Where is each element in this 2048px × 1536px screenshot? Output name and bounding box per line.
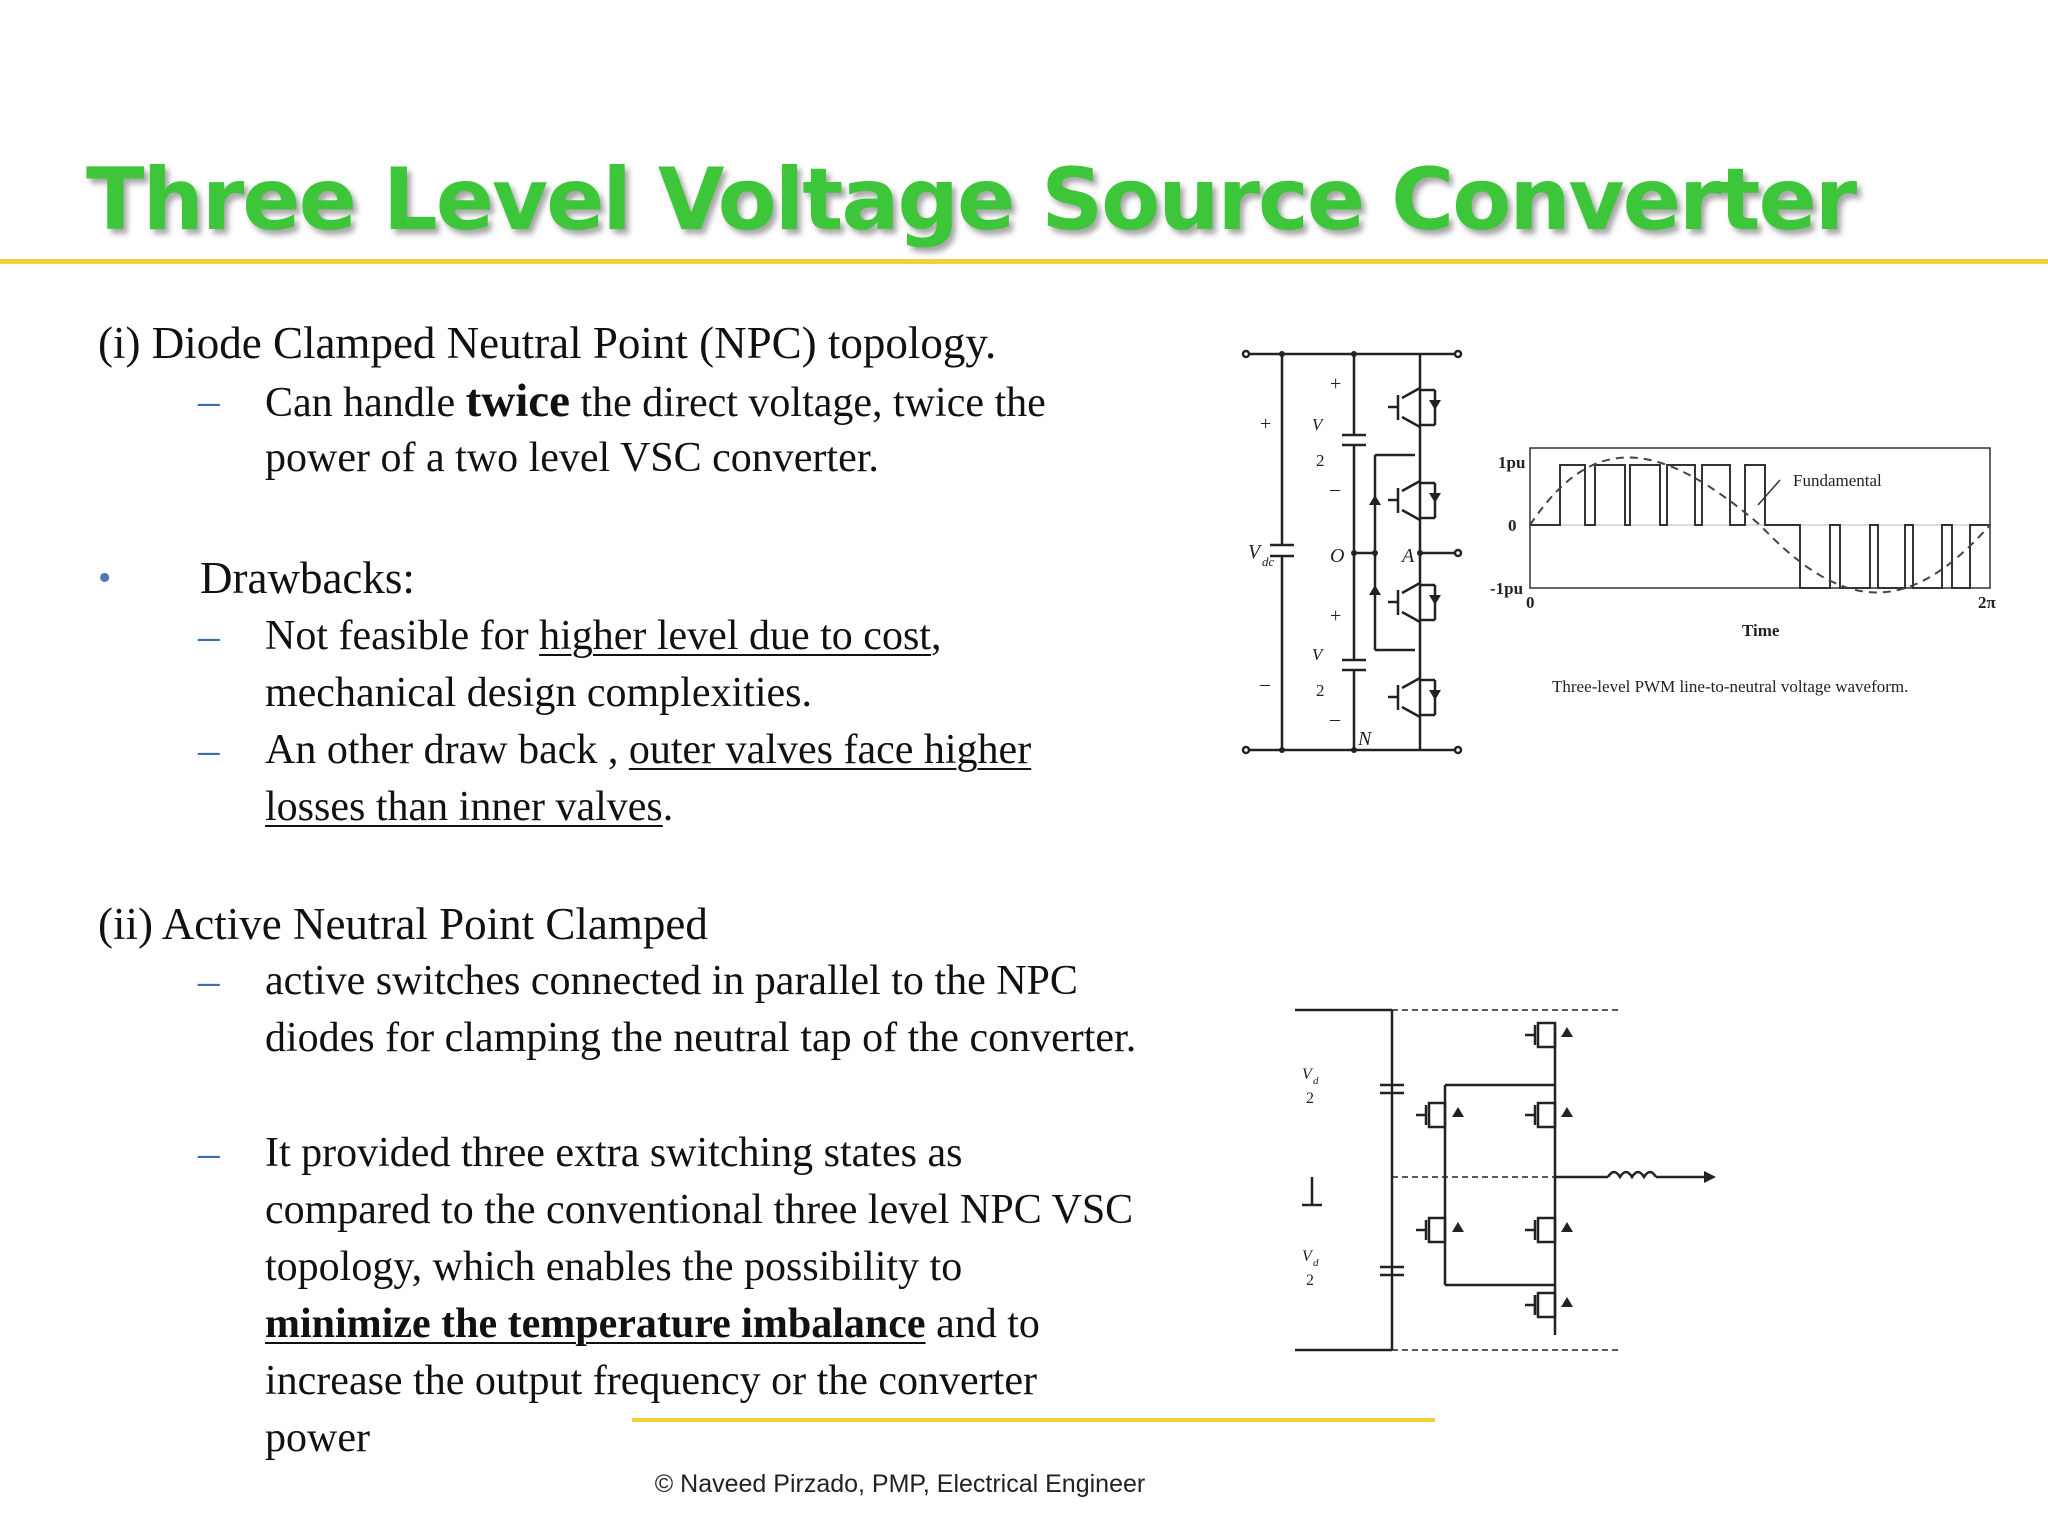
drawback-2-line-2: losses than inner valves. — [265, 784, 674, 830]
npc-vdc-label: V — [1248, 541, 1263, 563]
dash-marker: – — [198, 1130, 220, 1177]
anpc-point-1-line-1: active switches connected in parallel to… — [265, 958, 1078, 1004]
anpc-half-upper: 2 — [1306, 1090, 1314, 1107]
emphasis-twice: twice — [465, 375, 570, 427]
anpc-vd-sub-upper: d — [1313, 1075, 1319, 1087]
dash-marker: – — [198, 613, 220, 660]
fundamental-legend: Fundamental — [1793, 471, 1882, 490]
npc-plus-label: + — [1330, 373, 1341, 395]
anpc-point-2-line-4: minimize the temperature imbalance and t… — [265, 1301, 1040, 1347]
drawback-1-line-2: mechanical design complexities. — [265, 670, 812, 716]
anpc-point-2-line-2: compared to the conventional three level… — [265, 1187, 1134, 1233]
npc-node-n: N — [1357, 728, 1373, 750]
npc-half-lower: 2 — [1316, 681, 1325, 700]
npc-half-upper: 2 — [1316, 451, 1325, 470]
x-axis-label: Time — [1742, 621, 1780, 640]
footer-rule — [632, 1418, 1435, 1422]
anpc-point-2-line-6: power — [265, 1415, 370, 1461]
copyright-footer: © Naveed Pirzado, PMP, Electrical Engine… — [654, 1470, 1146, 1498]
dash-marker: – — [198, 727, 220, 774]
anpc-point-2-line-1: It provided three extra switching states… — [265, 1130, 963, 1176]
anpc-point-1-line-2: diodes for clamping the neutral tap of t… — [265, 1015, 1137, 1061]
pwm-waveform-plot: Fundamental 1pu 0 -1pu 0 2π Time Three-l… — [1490, 447, 1997, 696]
section-npc-heading: (i) Diode Clamped Neutral Point (NPC) to… — [98, 318, 997, 368]
npc-node-o: O — [1330, 545, 1344, 567]
dash-marker: – — [198, 958, 220, 1005]
bullet-marker: • — [98, 557, 112, 599]
anpc-vd-sub-lower: d — [1313, 1257, 1319, 1269]
npc-plus-label: + — [1330, 605, 1341, 627]
y-tick-neg1pu: -1pu — [1490, 579, 1523, 598]
drawback-1-line-1: Not feasible for higher level due to cos… — [265, 613, 942, 659]
drawback-2-line-1: An other draw back , outer valves face h… — [265, 727, 1032, 773]
pwm-stepped-waveform — [1530, 464, 1990, 589]
npc-point-1-line-1: Can handle twice the direct voltage, twi… — [265, 375, 1046, 427]
npc-node-a: A — [1400, 545, 1415, 567]
x-tick-2pi: 2π — [1978, 593, 1997, 612]
title-underline-rule — [0, 259, 2048, 264]
npc-point-1-line-2: power of a two level VSC converter. — [265, 435, 879, 481]
npc-minus-label: – — [1329, 708, 1341, 730]
anpc-half-lower: 2 — [1306, 1272, 1314, 1289]
y-tick-1pu: 1pu — [1498, 453, 1525, 472]
npc-circuit-diagram: + – + – + – V dc V 2 V 2 O A N — [1241, 349, 1463, 755]
dash-marker: – — [198, 378, 220, 425]
anpc-point-2-line-3: topology, which enables the possibility … — [265, 1244, 963, 1290]
fundamental-leader-line — [1757, 479, 1781, 506]
anpc-point-2-line-5: increase the output frequency or the con… — [265, 1358, 1037, 1404]
section-anpc-heading: (ii) Active Neutral Point Clamped — [98, 899, 708, 949]
waveform-caption: Three-level PWM line-to-neutral voltage … — [1552, 677, 1908, 696]
npc-plus-label: + — [1260, 413, 1271, 435]
y-tick-0: 0 — [1508, 516, 1517, 535]
npc-vdc-sub: dc — [1262, 554, 1275, 569]
npc-half-vdc-upper: V — [1312, 415, 1325, 434]
drawbacks-heading: Drawbacks: — [200, 553, 415, 603]
npc-half-vdc-lower: V — [1312, 645, 1325, 664]
anpc-circuit-diagram: V d 2 V d 2 — [1295, 1008, 1716, 1352]
slide-title: Three Level Voltage Source Converter — [86, 150, 1857, 250]
npc-minus-label: – — [1329, 478, 1341, 500]
npc-minus-label: – — [1259, 673, 1271, 695]
anpc-vd-lower: V — [1302, 1248, 1314, 1265]
x-tick-0: 0 — [1526, 593, 1535, 612]
waveform-frame — [1529, 447, 1991, 589]
anpc-vd-upper: V — [1302, 1066, 1314, 1083]
